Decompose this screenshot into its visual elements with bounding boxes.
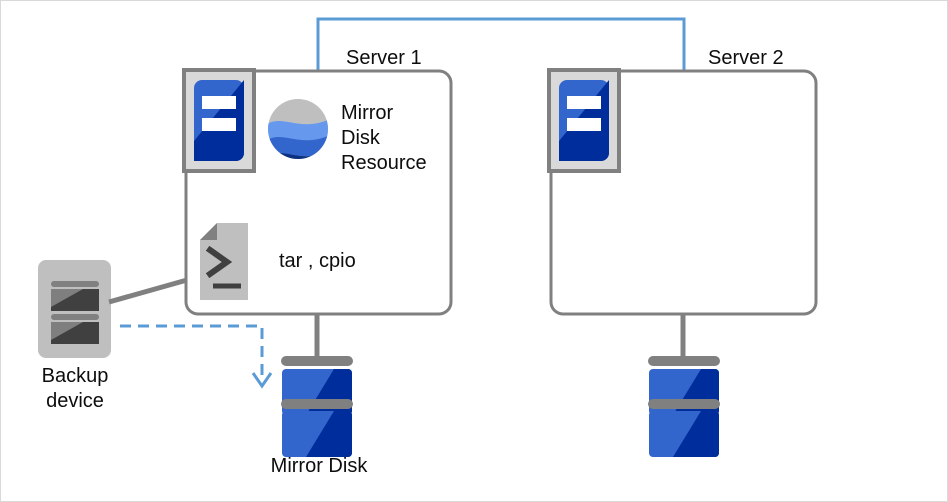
mirror-disk-label: Mirror Disk: [270, 455, 368, 477]
server2-icon: [547, 68, 621, 173]
server1-icon: [182, 68, 256, 173]
server2-title-label: Server 2: [708, 47, 784, 69]
server2-disk-icon: [648, 356, 720, 457]
mirror-disk-icon: [281, 356, 353, 457]
mirror-disk-resource-globe-icon: [268, 99, 328, 159]
interconnect-bracket: [316, 17, 686, 71]
backup-device-icon: [38, 260, 111, 358]
mirror-disk-resource-label: Mirror Disk Resource: [341, 102, 427, 174]
backup-flow-dashed-arrow: [120, 324, 273, 389]
server1-title-label: Server 1: [346, 47, 422, 69]
tar-cpio-label: tar , cpio: [279, 250, 356, 272]
backup-device-label: Backup device: [41, 365, 109, 412]
script-terminal-icon: [200, 223, 248, 300]
backup-device-connector-line: [108, 277, 188, 305]
